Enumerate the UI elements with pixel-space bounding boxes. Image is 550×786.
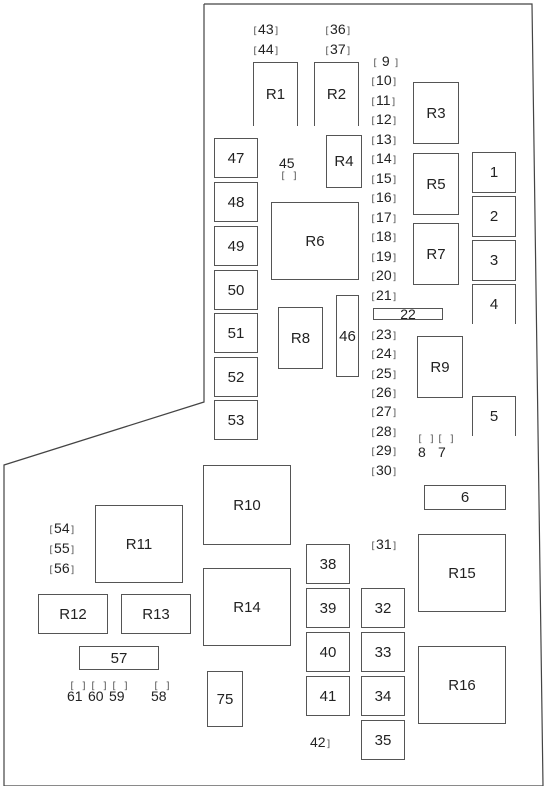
fuse-57: 57 (79, 646, 159, 670)
fuse-10: [10] (370, 72, 398, 88)
relay-r15: R15 (418, 534, 506, 612)
relay-r3: R3 (413, 82, 459, 144)
fuse-61: 61 (67, 688, 83, 704)
fuse-34: 34 (361, 676, 405, 716)
fuse-44: [44] (252, 41, 280, 57)
relay-r5: R5 (413, 153, 459, 215)
fuse-1: 1 (472, 152, 516, 193)
relay-r12: R12 (38, 594, 108, 634)
fuse-27: [27] (370, 403, 398, 419)
fuse-51: 51 (214, 313, 258, 353)
fuse-55: [55] (48, 540, 76, 556)
fuse-53: 53 (214, 400, 258, 440)
relay-r9: R9 (417, 336, 463, 398)
fuse-52: 52 (214, 357, 258, 397)
fuse-28: [28] (370, 423, 398, 439)
fuse-12: [12] (370, 111, 398, 127)
fuse-42: 42] (310, 734, 332, 750)
relay-r14: R14 (203, 568, 291, 646)
fuse-60: 60 (88, 688, 104, 704)
relay-r10: R10 (203, 465, 291, 545)
fuse-18: [18] (370, 228, 398, 244)
fuse-75: 75 (207, 671, 243, 727)
fuse-49: 49 (214, 226, 258, 266)
fuse-30: [30] (370, 462, 398, 478)
fuse-29: [29] (370, 442, 398, 458)
fuse-15: [15] (370, 170, 398, 186)
fuse-45-bracket: [ ] (280, 171, 299, 182)
fuse-38: 38 (306, 544, 350, 584)
fuse-48: 48 (214, 182, 258, 222)
fuse-14: [14] (370, 150, 398, 166)
fuse-56: [56] (48, 560, 76, 576)
relay-r8: R8 (278, 307, 323, 369)
fuse-8: 8 (418, 444, 426, 460)
fuse-5: 5 (472, 396, 516, 436)
fuse-11: [11] (370, 92, 397, 108)
relay-r1: R1 (253, 62, 298, 126)
fuse-41: 41 (306, 676, 350, 716)
relay-r7: R7 (413, 223, 459, 285)
fuse-7: 7 (438, 444, 446, 460)
fuse-61-bracket: [ ] (69, 681, 88, 692)
fuse-2: 2 (472, 196, 516, 237)
fuse-58: 58 (151, 688, 167, 704)
fuse-33: 33 (361, 632, 405, 672)
fuse-50: 50 (214, 270, 258, 310)
fuse-25: [25] (370, 365, 398, 381)
fuse-37: [37] (324, 41, 352, 57)
fuse-17: [17] (370, 209, 398, 225)
fuse-21: [21] (370, 287, 398, 303)
fuse-58-bracket: [ ] (153, 681, 172, 692)
fuse-16: [16] (370, 189, 398, 205)
relay-r16: R16 (418, 646, 506, 724)
fuse-6: 6 (424, 485, 506, 510)
fuse-26: [26] (370, 384, 398, 400)
fuse-35: 35 (361, 720, 405, 760)
fuse-4: 4 (472, 284, 516, 324)
fuse-24: [24] (370, 345, 398, 361)
relay-r6: R6 (271, 202, 359, 280)
fuse-31: [31] (370, 536, 398, 552)
fuse-46: 46 (336, 295, 359, 377)
fuse-59-bracket: [ ] (111, 681, 130, 692)
fuse-45: 45 (279, 155, 295, 171)
relay-r2: R2 (314, 62, 359, 126)
fuse-8-bracket: [ ] (417, 434, 436, 445)
fuse-59: 59 (109, 688, 125, 704)
fuse-7-bracket: [ ] (437, 434, 456, 445)
relay-r11: R11 (95, 505, 183, 583)
fuse-40: 40 (306, 632, 350, 672)
fuse-32: 32 (361, 588, 405, 628)
fuse-23: [23] (370, 326, 398, 342)
fuse-54: [54] (48, 520, 76, 536)
fuse-20: [20] (370, 267, 398, 283)
fuse-43: [43] (252, 21, 280, 37)
fuse-13: [13] (370, 131, 398, 147)
fuse-9: [ 9 ] (372, 53, 400, 69)
fuse-39: 39 (306, 588, 350, 628)
relay-r13: R13 (121, 594, 191, 634)
fuse-60-bracket: [ ] (90, 681, 109, 692)
fuse-19: [19] (370, 248, 398, 264)
fuse-36: [36] (324, 21, 352, 37)
relay-r4: R4 (326, 135, 362, 188)
fuse-22: 22 (373, 306, 443, 322)
fuse-3: 3 (472, 240, 516, 281)
fuse-47: 47 (214, 138, 258, 178)
